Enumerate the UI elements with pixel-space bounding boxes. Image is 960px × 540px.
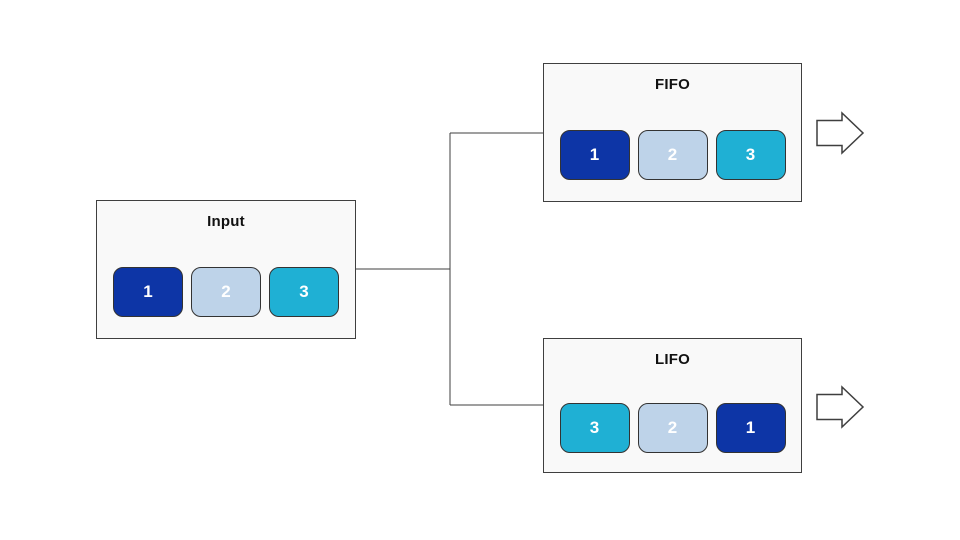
input-block-3: 3: [269, 267, 339, 317]
input-box: Input 1 2 3: [96, 200, 356, 339]
lifo-block-3: 1: [715, 403, 786, 453]
lifo-block-1: 3: [559, 403, 630, 453]
input-box-title: Input: [207, 213, 245, 230]
lifo-block-row: 3 2 1: [544, 403, 801, 453]
input-block-1: 1: [113, 267, 183, 317]
fifo-box-title: FIFO: [655, 76, 690, 93]
fifo-block-2: 2: [637, 130, 708, 180]
lifo-block-2: 2: [637, 403, 708, 453]
lifo-output-arrow-icon: [816, 385, 865, 429]
fifo-block-row: 1 2 3: [544, 130, 801, 180]
fifo-box: FIFO 1 2 3: [543, 63, 802, 202]
lifo-box-title: LIFO: [655, 351, 690, 368]
fifo-block-1: 1: [559, 130, 630, 180]
lifo-box: LIFO 3 2 1: [543, 338, 802, 473]
input-block-2: 2: [191, 267, 261, 317]
connector-lines: [356, 132, 543, 406]
fifo-block-3: 3: [715, 130, 786, 180]
input-block-row: 1 2 3: [97, 267, 355, 317]
fifo-output-arrow-icon: [816, 111, 865, 155]
